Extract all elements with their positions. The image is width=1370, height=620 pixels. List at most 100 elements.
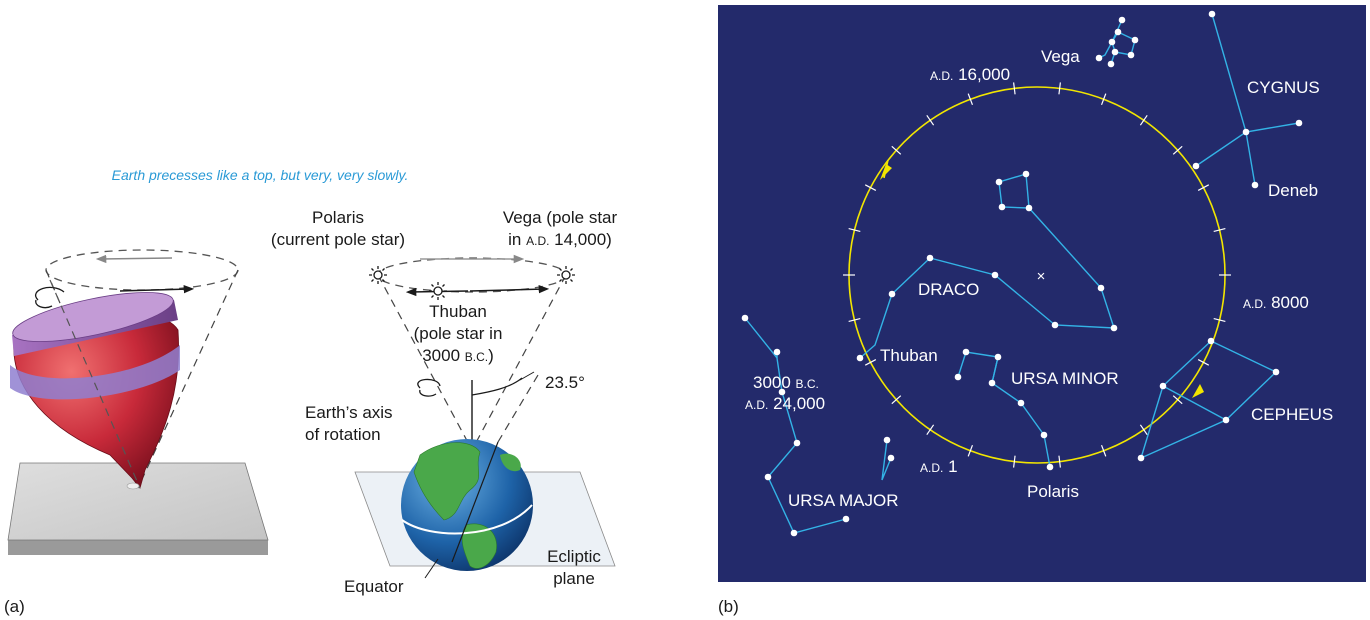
label-ad8000: A.D. 8000 [1243,293,1309,312]
star-dot [1118,16,1126,24]
star-dot [994,353,1002,361]
star-dot [773,348,781,356]
label-ad16000: A.D. 16,000 [930,65,1010,84]
circle-arrowhead-right [1192,384,1204,398]
spinning-top [7,249,269,555]
thuban-label-3: 3000 B.C.) [422,346,494,365]
north-america [413,442,481,521]
star-dot [1242,128,1250,136]
thuban-label-1: Thuban [429,302,487,321]
circle-tick [1139,115,1148,126]
top-band [10,345,180,400]
star-dot [1095,54,1103,62]
greenland [500,453,521,472]
earth-precession-circle [376,257,568,293]
circle-ticks [843,82,1231,468]
circle-tick [926,424,935,435]
star-dot [1251,181,1259,189]
star-dot [1046,463,1054,471]
panel-b: × A.D. 16,000 Vega CYGNUS Deneb DRACO A.… [718,5,1366,616]
polaris-label-1: Polaris [312,208,364,227]
top-back-arrow [95,254,173,264]
star-dot [1127,51,1135,59]
star-dot [1040,431,1048,439]
star-thuban-icon [429,282,447,300]
star-dot [1272,368,1280,376]
star-dot [1110,324,1118,332]
circle-tick [926,115,935,126]
label-deneb: Deneb [1268,181,1318,200]
ursa-major-line-3 [881,439,892,481]
star-dot [842,515,850,523]
top-tip [126,482,140,490]
star-dot [764,473,772,481]
earth-axis-line [451,441,499,563]
draco-lines [859,173,1115,359]
circle-tick [1213,317,1226,323]
ecliptic-pole-mark: × [1037,268,1046,285]
equator-label: Equator [344,577,404,596]
star-dot [1025,204,1033,212]
label-ad24000: A.D. 24,000 [745,394,825,413]
axis-label-2: of rotation [305,425,381,444]
circle-tick [864,184,877,191]
star-dot [883,436,891,444]
label-vega: Vega [1041,47,1080,66]
star-dot [1207,337,1215,345]
star-dot [1017,399,1025,407]
circle-tick [848,317,861,323]
star-vega-icon [557,266,575,284]
label-polaris: Polaris [1027,482,1079,501]
circle-tick [1013,82,1016,95]
ursa-minor-line-2 [991,356,999,384]
table-surface [7,462,269,541]
star-dot [954,373,962,381]
star-dot [1097,284,1105,292]
label-thuban: Thuban [880,346,938,365]
star-dot [1222,416,1230,424]
star-dot [741,314,749,322]
star-dot [1107,60,1115,68]
circle-tick [1139,424,1148,435]
cone-line-left [377,274,473,451]
thuban-label-2: (pole star in [414,324,503,343]
top-front-arrow [119,284,195,294]
star-dot [1159,382,1167,390]
angle-arc [471,377,523,396]
star-dot [1192,162,1200,170]
circle-tick [1013,455,1016,468]
equator-line [401,504,533,535]
star-dot [1111,48,1119,56]
label-3000bc: 3000 B.C. [753,373,819,392]
star-dot [1022,170,1030,178]
circle-tick [1100,444,1107,457]
circle-tick [848,227,861,233]
circle-tick [891,145,902,155]
star-dot [926,254,934,262]
star-dot [888,290,896,298]
star-dot [991,271,999,279]
circle-tick [1213,227,1226,233]
cone-line-right [471,274,567,451]
label-ursa-minor: URSA MINOR [1011,369,1119,388]
circle-tick [967,444,974,457]
star-dot [1108,38,1116,46]
panel-a-caption: Earth precesses like a top, but very, ve… [112,167,409,183]
label-cygnus: CYGNUS [1247,78,1320,97]
circle-tick [891,395,902,405]
circle-tick [1197,184,1210,191]
star-dot [793,439,801,447]
circle-tick [1058,82,1061,95]
star-dot [962,348,970,356]
panel-b-label: (b) [718,597,739,616]
star-polaris-icon [369,266,387,284]
label-cepheus: CEPHEUS [1251,405,1333,424]
circle-arrowhead-left [880,164,892,180]
table-edge [8,540,268,555]
polaris-label-2: (current pole star) [271,230,405,249]
draco-head [1025,173,1030,209]
ecliptic-label-2: plane [553,569,595,588]
earth-spin-arrow [417,378,441,397]
star-dot [856,354,864,362]
